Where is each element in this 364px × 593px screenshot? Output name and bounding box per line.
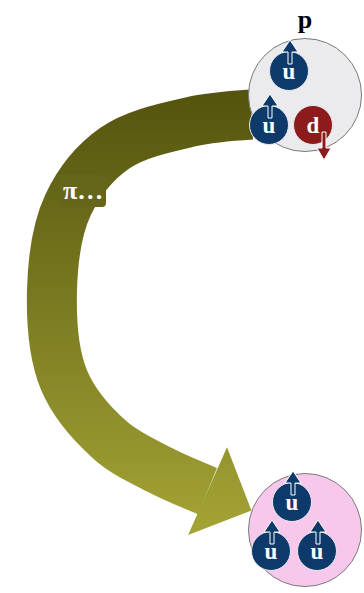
quark-circle: u	[269, 51, 309, 91]
arrow-head	[188, 447, 251, 535]
quark-label: d	[294, 108, 332, 144]
quark-label: u	[270, 54, 308, 90]
edge-label: π…	[60, 175, 106, 207]
particle-label: p	[249, 5, 361, 35]
proton-circle: puud	[248, 38, 362, 152]
baryon-circle: uuu	[248, 473, 362, 587]
quark-label: u	[273, 485, 311, 521]
quark-circle: u	[272, 482, 312, 522]
quark-label: u	[250, 108, 288, 144]
quark-circle: u	[251, 531, 291, 571]
quark-label: u	[298, 534, 336, 570]
curved-arrow	[52, 114, 252, 491]
quark-circle: u	[297, 531, 337, 571]
quark-circle: u	[249, 105, 289, 145]
quark-circle: d	[293, 105, 333, 145]
quark-label: u	[252, 534, 290, 570]
